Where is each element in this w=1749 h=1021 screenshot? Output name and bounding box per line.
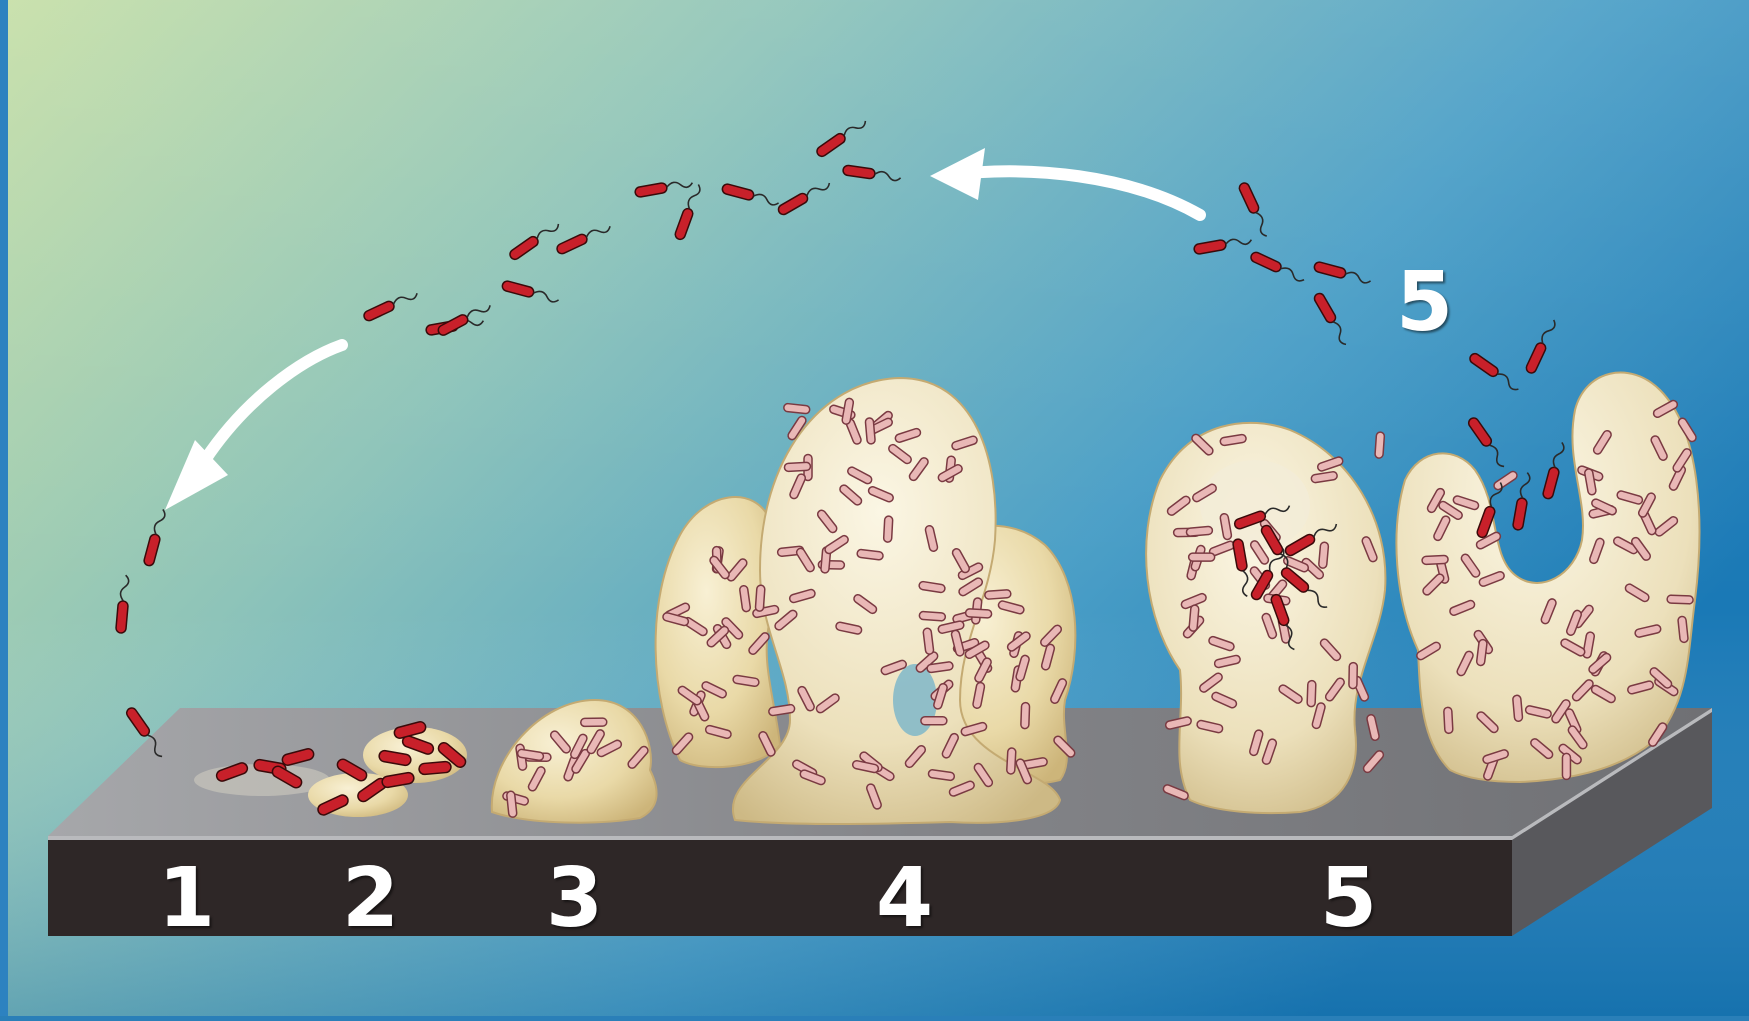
embedded-bacterium [1021,702,1030,728]
embedded-bacterium [919,611,945,621]
attached-bacterium [419,761,452,775]
embedded-bacterium [884,516,893,542]
embedded-bacterium [1186,526,1213,536]
embedded-bacterium [581,718,607,726]
embedded-bacterium [965,609,991,618]
stage-label-2: 2 [342,858,399,940]
embedded-bacterium [1667,595,1693,604]
stage-label-3: 3 [546,858,603,940]
embedded-bacterium [1307,680,1316,706]
embedded-bacterium [1444,707,1453,733]
embedded-bacterium [755,585,765,611]
embedded-bacterium [985,590,1011,600]
stage-label-4: 4 [876,858,933,940]
embedded-bacterium [1375,432,1385,458]
embedded-bacterium [1562,753,1570,779]
embedded-bacterium [784,462,810,471]
embedded-bacterium [1007,748,1016,774]
embedded-bacterium [1189,605,1199,632]
left-border [0,0,8,1016]
embedded-bacterium [1678,616,1689,643]
stage-label-5-release: 5 [1396,262,1453,344]
embedded-bacterium [1318,542,1328,569]
embedded-bacterium [1422,555,1448,564]
platform-front [48,836,1512,936]
embedded-bacterium [921,717,947,725]
embedded-bacterium [783,403,810,414]
stage-label-1: 1 [158,858,215,940]
embedded-bacterium [1189,553,1215,561]
embedded-bacterium [865,418,875,445]
embedded-bacterium [1513,695,1523,722]
stage-label-5: 5 [1320,858,1377,940]
embedded-bacterium [1349,663,1357,689]
embedded-bacterium [506,791,517,818]
